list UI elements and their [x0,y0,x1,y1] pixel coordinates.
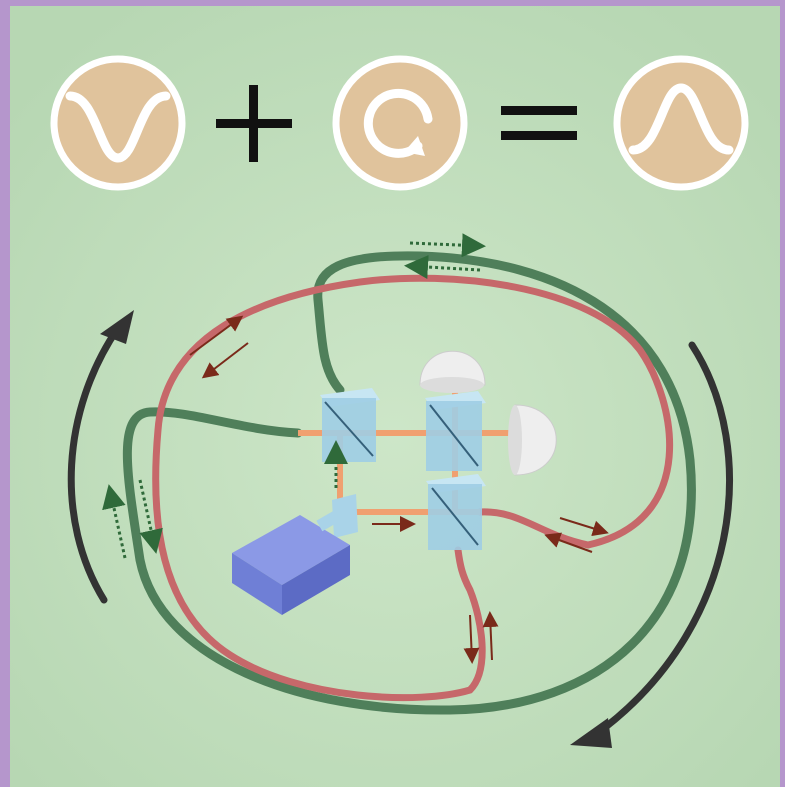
circular-arrow-icon [332,55,468,191]
plus-operator [216,85,292,162]
laser-source [232,510,350,615]
beam-splitter-bottom-right [426,474,486,550]
fiber-loop-red [152,274,674,702]
detector-right [508,404,557,476]
detector-top [419,350,486,393]
direction-arrows [102,233,609,664]
input-splitter [332,494,358,538]
beam-splitter-top-left [320,388,380,462]
rotation-arrow-left-head [100,310,134,344]
peak-curve-icon [613,55,749,191]
dip-curve-icon [50,55,186,191]
fiber-loop-green [122,251,696,715]
fiber-red-exit [476,508,592,549]
rotation-arrow-left [67,324,122,604]
rotation-arrow-right [591,341,733,739]
beam-splitter-top-right [425,391,486,471]
equation-row [50,55,749,191]
equals-operator [501,106,577,140]
rotation-arrow-right-head [570,718,612,748]
